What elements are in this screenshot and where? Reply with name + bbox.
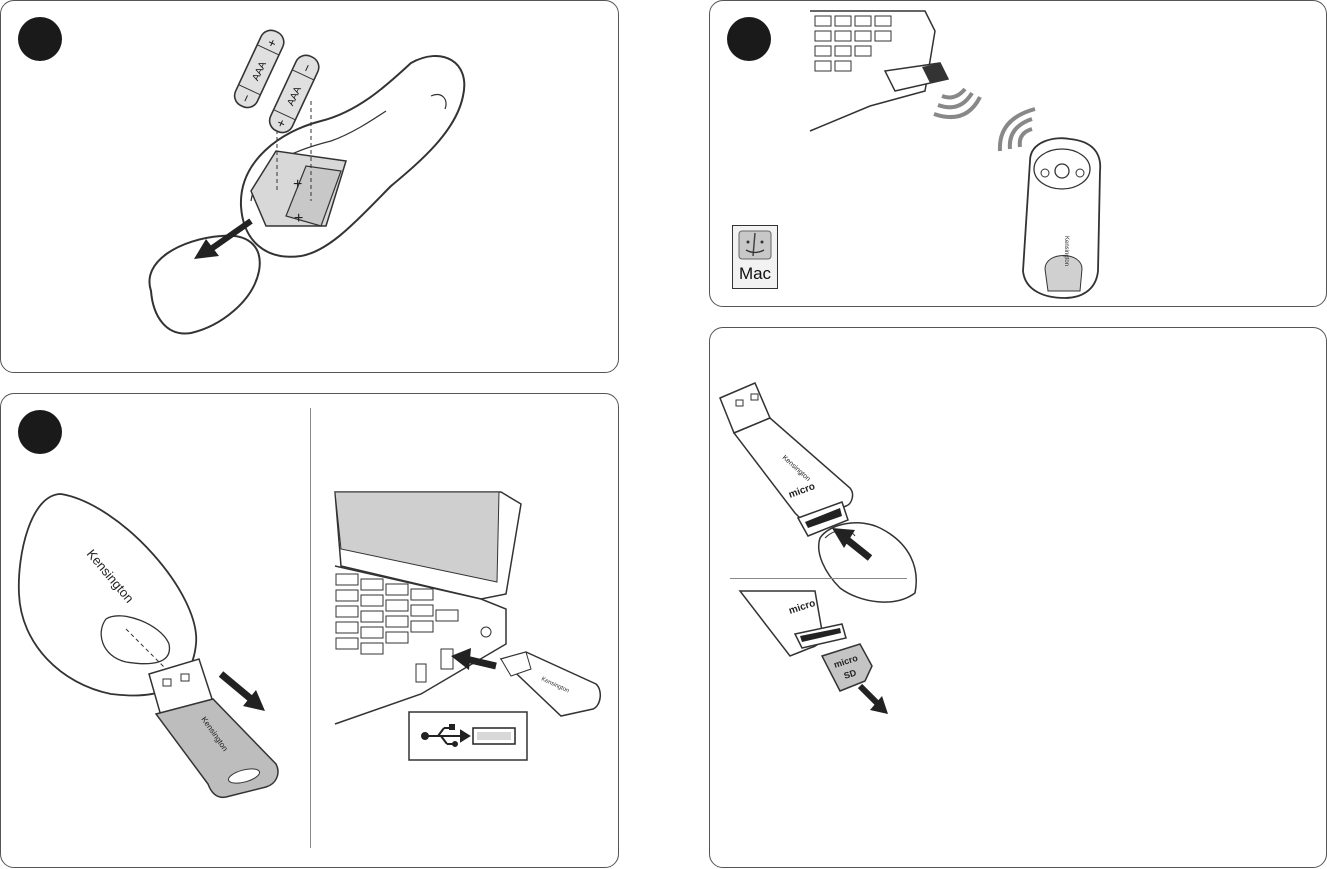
receiver-removal-illustration: Kensington Kensington — [1, 394, 301, 869]
svg-text:+: + — [293, 176, 302, 193]
remote-brand-label: Kensington — [1063, 236, 1069, 266]
mac-label: Mac — [733, 264, 777, 284]
wireless-pairing-illustration: Kensington — [710, 1, 1327, 308]
panel-usb-receiver: Kensington Kensington Kensington — [0, 393, 619, 868]
battery-install-illustration: + + − AAA + + AAA − — [1, 1, 620, 374]
panel-mac-pairing: Kensington Mac — [709, 0, 1327, 307]
panel-microsd-reader: Kensington micro micro micro SD — [709, 327, 1327, 868]
microsd-eject-illustration: micro micro SD — [730, 586, 930, 716]
panel-battery-install: + + − AAA + + AAA − — [0, 0, 619, 373]
svg-text:+: + — [294, 210, 303, 227]
mac-os-icon: Mac — [732, 225, 778, 289]
section-divider — [730, 578, 907, 579]
laptop-usb-illustration: Kensington — [311, 394, 621, 869]
